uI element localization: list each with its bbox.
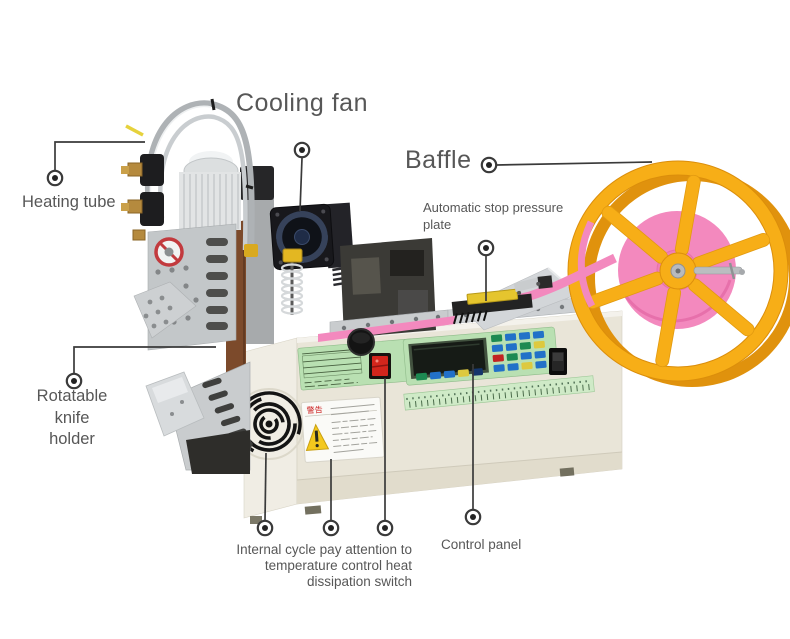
leader-heating-tube: [54, 141, 145, 170]
heating-tubes: [125, 98, 255, 256]
keypad-keys: [415, 330, 547, 381]
warning-sticker: 警告: [300, 396, 385, 463]
dot-pressure-plate: [477, 239, 495, 257]
pressure-plate-part: [451, 275, 553, 325]
reel-front-flange: [567, 160, 789, 382]
label-internal-cycle: Internal cycle pay attention to temperat…: [236, 542, 412, 589]
dot-internal-1: [256, 519, 274, 537]
tube-fittings: [121, 154, 164, 241]
power-rocker-switch: [369, 353, 391, 379]
dot-cooling-fan: [293, 141, 311, 159]
leader-internal-1: [264, 452, 267, 521]
warning-sticker-title: 警告: [306, 404, 323, 415]
label-control-panel: Control panel: [441, 537, 522, 552]
knife-holder-part: [145, 361, 253, 474]
reel-axle: [670, 262, 745, 280]
leader-lines: [54, 141, 653, 521]
leader-cooling-fan: [299, 157, 303, 212]
leader-knife-holder: [73, 346, 216, 373]
dot-knife-holder: [65, 372, 83, 390]
main-power-switch: [549, 348, 567, 375]
label-pressure-plate: Automatic stop pressure plate: [423, 200, 564, 232]
dot-internal-3: [376, 519, 394, 537]
label-knife-holder: Rotatable knife holder: [36, 387, 108, 448]
left-control-panel: [297, 328, 417, 391]
leader-baffle: [496, 161, 653, 166]
tape-reel: [467, 160, 790, 387]
leader-dots: [46, 141, 498, 537]
dot-heating-tube: [46, 169, 64, 187]
dot-baffle: [480, 156, 498, 174]
label-baffle: Baffle: [405, 146, 472, 174]
ruler-strip: [403, 375, 595, 411]
dot-control-panel: [464, 508, 482, 526]
prohibition-sign: [154, 237, 184, 267]
dot-internal-2: [322, 519, 340, 537]
keypad-panel: [402, 326, 567, 386]
cutting-head: [121, 98, 274, 474]
label-heating-tube: Heating tube: [22, 193, 116, 211]
label-cooling-fan: Cooling fan: [236, 89, 368, 117]
